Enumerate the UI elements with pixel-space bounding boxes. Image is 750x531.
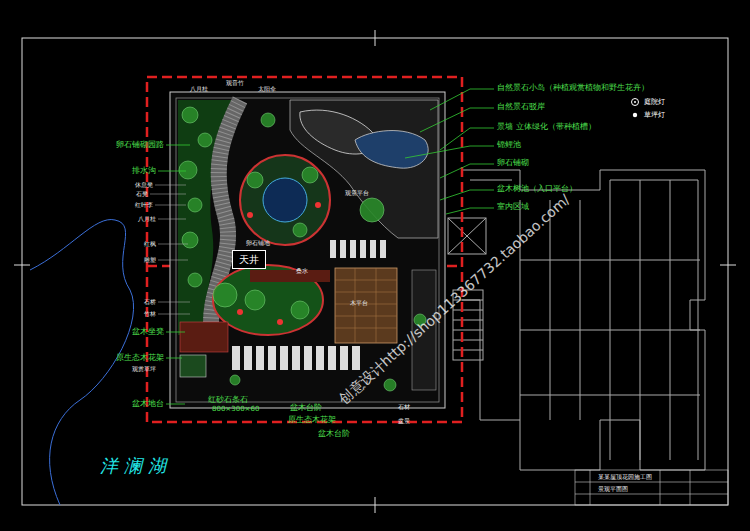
lamp-symbol <box>630 110 640 120</box>
courtyard-box: 天井 <box>232 250 266 269</box>
legend-text: 草坪灯 <box>644 112 665 119</box>
callout-label: 自然景石驳岸 <box>497 103 545 111</box>
callout-label: 景墙 立体绿化（带种植槽） <box>497 123 596 131</box>
title-block-text: 某某屋顶花园施工图 <box>598 474 652 480</box>
plan-label: 观音竹 <box>226 80 244 86</box>
callout-label: 盆木树池（入口平台） <box>497 185 577 193</box>
callout-label: 卵石铺砌 <box>497 159 529 167</box>
plan-label: 石桥 <box>144 299 156 305</box>
callout-label: 原生态木花架 <box>288 416 336 424</box>
callout-label: 红砂石条石 <box>208 396 248 404</box>
callout-label: 原生态木花架 <box>116 354 164 362</box>
water-label: 洋澜湖 <box>100 457 172 475</box>
plan-label: 太阳伞 <box>258 86 276 92</box>
callout-label: 卵石铺砌园路 <box>116 141 164 149</box>
callout-label: 盆木坐凳 <box>132 328 164 336</box>
plan-label: 红叶李 <box>135 202 153 208</box>
plan-label: 盆景 <box>398 418 410 424</box>
callout-label: 锦鲤池 <box>497 141 521 149</box>
callout-label: 排水沟 <box>132 167 156 175</box>
plan-label: 石凳 <box>136 191 148 197</box>
plan-label: 八月桂 <box>190 86 208 92</box>
dimension-label: 800×300×60 <box>212 406 259 413</box>
legend-item: 庭院灯 <box>630 97 665 107</box>
plan-label: 八月桂 <box>138 216 156 222</box>
plan-label: 木平台 <box>350 300 368 306</box>
callout-label: 室内区域 <box>497 203 529 211</box>
plan-label: 石材 <box>398 404 410 410</box>
legend-text: 庭院灯 <box>644 99 665 106</box>
legend-item: 草坪灯 <box>630 110 665 120</box>
title-block-text: 景观平面图 <box>598 486 628 492</box>
callout-label: 自然景石小岛（种植观赏植物和野生花卉） <box>497 84 649 92</box>
plan-label: 休息凳 <box>135 182 153 188</box>
plan-label: 竹林 <box>144 311 156 317</box>
plan-label: 卵石铺地 <box>246 240 270 246</box>
plan-label: 观景平台 <box>345 190 369 196</box>
plan-label: 红枫 <box>144 241 156 247</box>
plan-label: 观赏草坪 <box>132 366 156 372</box>
callout-label: 盆木台阶 <box>290 404 322 412</box>
callout-label: 盆木台阶 <box>318 430 350 438</box>
plan-label: 叠水 <box>296 268 308 274</box>
callout-label: 盆木地台 <box>132 400 164 408</box>
node-text: 天井 <box>239 254 259 265</box>
plan-label: 雕塑 <box>144 257 156 263</box>
lamp-symbol <box>630 97 640 107</box>
